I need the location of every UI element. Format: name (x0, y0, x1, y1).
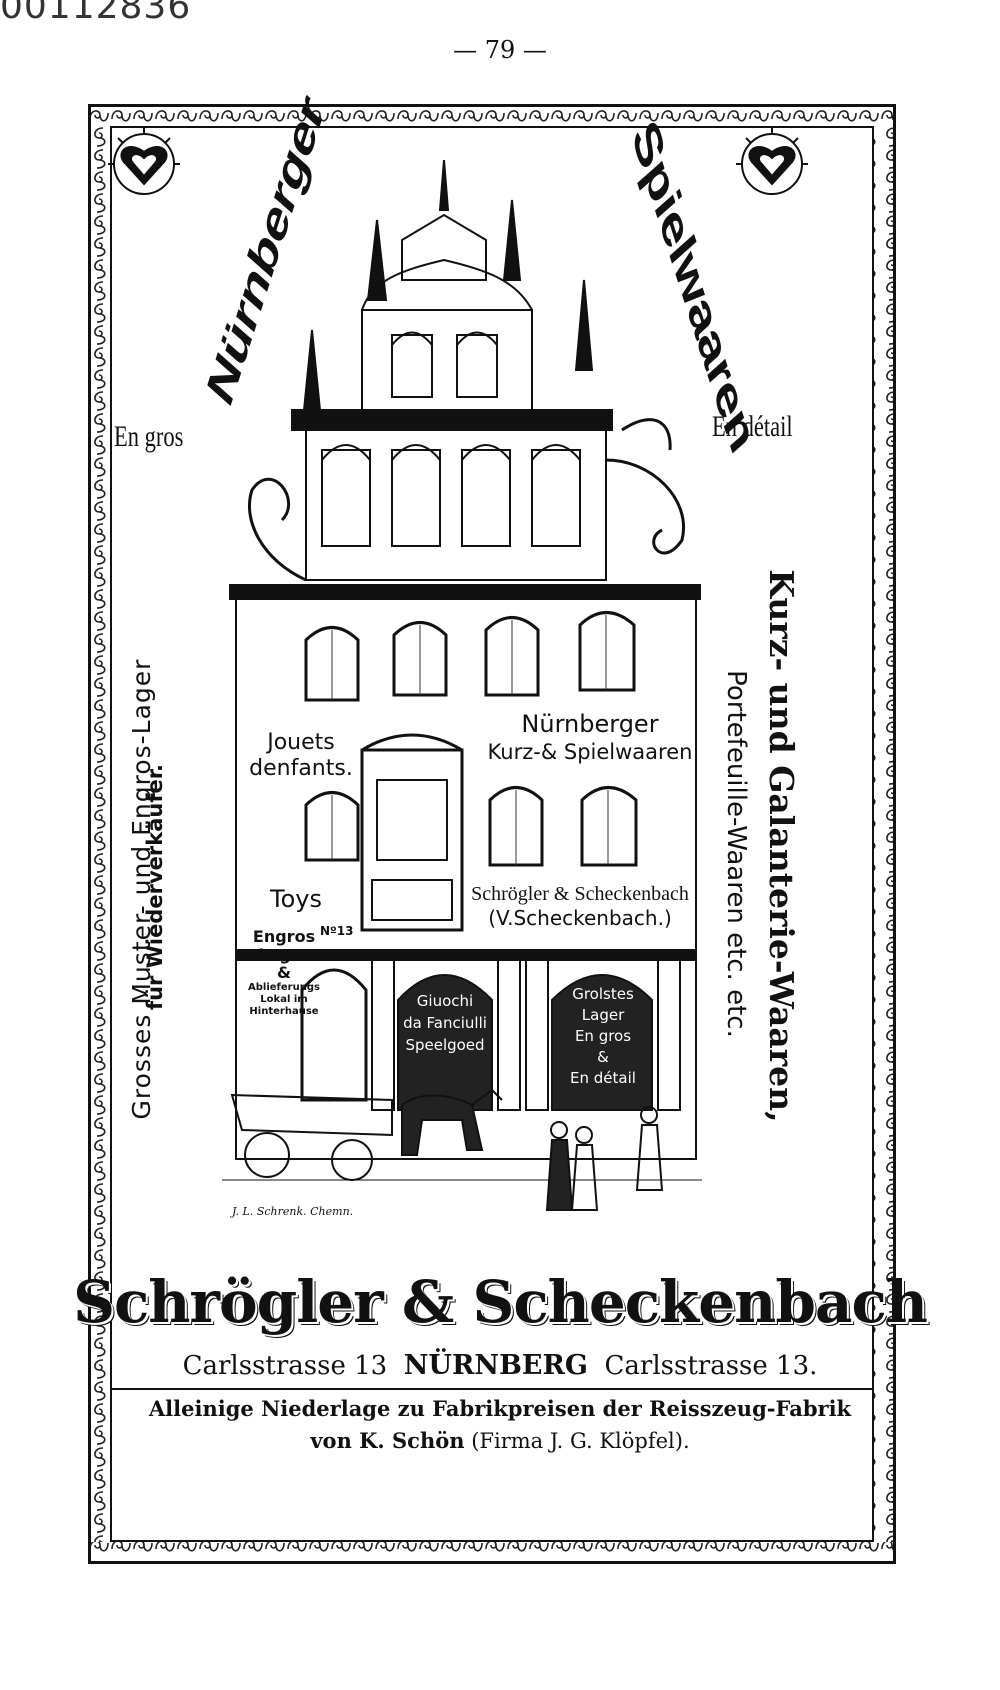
shop-window-right: Grolstes Lager En gros & En détail (556, 984, 650, 1089)
firm-name: Schrögler & Scheckenbach (73, 1268, 928, 1336)
footer-line-2: von K. Schön (Firma J. G. Klöpfel). (0, 1428, 1000, 1453)
sign-engros-line1: Engros (252, 927, 316, 946)
sign-nurnberger: Nürnberger Kurz-& Spielwaaren (480, 710, 700, 766)
en-gros-label: En gros (114, 420, 184, 453)
address-left: Carlsstrasse 13 (182, 1351, 388, 1381)
right-vertical-text-1: Kurz- und Galanterie-Waaren, (762, 569, 801, 1123)
page-number: — 79 — (453, 36, 547, 64)
sign-nurnberger-line2: Kurz-& Spielwaaren (487, 740, 693, 764)
corner-ornament-heart-left-icon (108, 128, 180, 195)
corner-ornament-heart-right-icon (736, 128, 808, 195)
sign-engros-line2: Lager (258, 945, 310, 964)
sign-engros-line3: & (277, 963, 291, 982)
building-illustration: Jouets denfants. Nürnberger Kurz-& Spiel… (222, 159, 752, 1220)
sign-engros-line5: Lokal im (260, 994, 308, 1005)
sign-firm-line2: (V.Scheckenbach.) (488, 906, 672, 930)
sign-engros: Engros Lager & Ablieferungs Lokal im Hin… (242, 928, 326, 1018)
sign-jouets-line1: Jouets (267, 730, 335, 755)
sign-jouets-line2: denfants. (249, 756, 353, 781)
footer-line-2-bold: von K. Schön (310, 1428, 465, 1453)
shop-window-right-line3: En gros (574, 1027, 632, 1045)
sign-firm-line1: Schrögler & Scheckenbach (471, 883, 689, 905)
scan-id: 00112836 (0, 0, 192, 27)
sign-engros-line4: Ablieferungs (248, 982, 320, 993)
divider-rule (110, 1388, 874, 1390)
city-name: NÜRNBERG (403, 1350, 588, 1381)
shop-window-right-line1: Grolstes (572, 985, 634, 1003)
en-detail-label: En détail (712, 410, 793, 443)
ornamental-border-inner (110, 126, 874, 1542)
sign-engros-line6: Hinterhause (249, 1006, 319, 1017)
border-ornament (91, 107, 893, 1561)
shop-window-right-line4: & (597, 1048, 609, 1066)
sign-jouets: Jouets denfants. (246, 730, 356, 782)
shop-window-left-line1: Giuochi (416, 992, 474, 1010)
shop-window-left-line3: Speelgoed (405, 1036, 485, 1054)
sign-nurnberger-line1: Nürnberger (521, 710, 659, 738)
shop-window-right-line5: En détail (570, 1069, 636, 1087)
left-vertical-text-2: für Wiederverkäufer. (143, 763, 167, 1011)
artist-signature: J. L. Schrenk. Chemn. (232, 1205, 354, 1218)
sign-toys: Toys (270, 885, 322, 913)
sign-firm: Schrögler & Scheckenbach (V.Scheckenbach… (460, 882, 700, 930)
house-number: Nº13 (320, 924, 354, 938)
shop-window-left-line2: da Fanciulli (403, 1014, 487, 1032)
shop-window-left: Giuochi da Fanciulli Speelgoed (400, 990, 490, 1056)
address-line: Carlsstrasse 13 NÜRNBERG Carlsstrasse 13… (0, 1350, 1000, 1381)
ornamental-border-outer (88, 104, 896, 1564)
shop-window-right-line2: Lager (581, 1006, 625, 1024)
footer-line-1: Alleinige Niederlage zu Fabrikpreisen de… (148, 1396, 852, 1421)
footer-line-2-rest: (Firma J. G. Klöpfel). (471, 1429, 690, 1453)
address-right: Carlsstrasse 13. (604, 1351, 818, 1381)
building-drawing (222, 159, 702, 1211)
